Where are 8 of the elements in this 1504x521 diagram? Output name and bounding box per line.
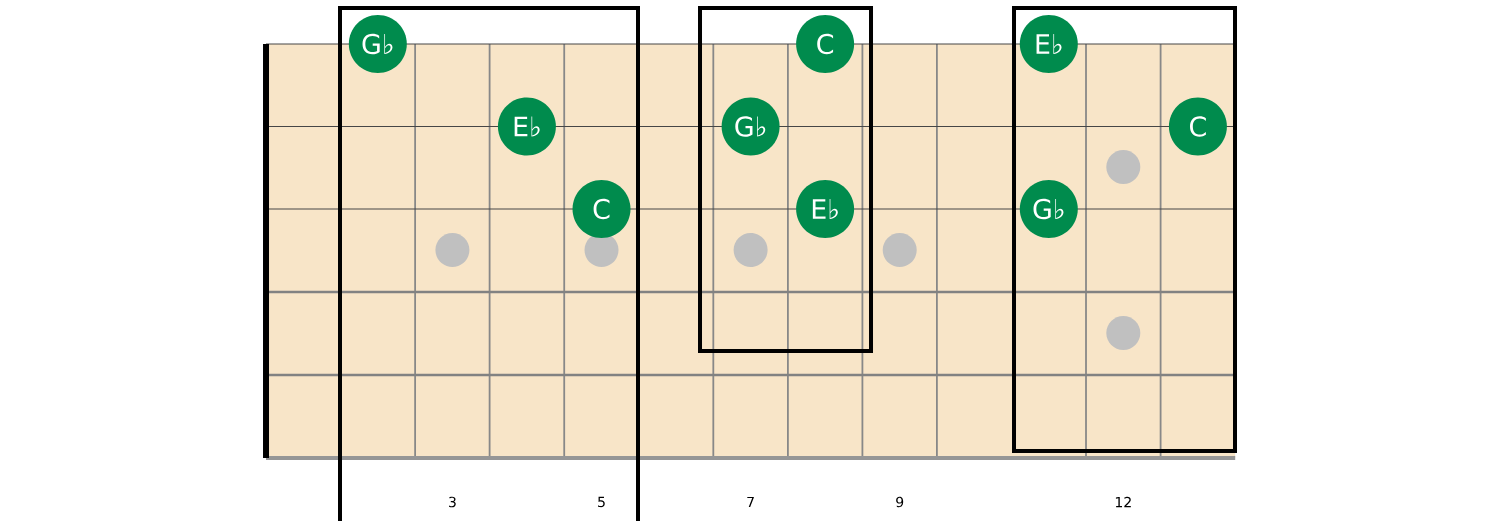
position-box: [1012, 6, 1237, 453]
fret-number: 3: [449, 496, 456, 508]
position-box: [698, 6, 873, 353]
position-box: [338, 6, 640, 521]
fret-number: 5: [598, 496, 605, 508]
fret-number: 9: [896, 496, 904, 508]
fret-number: 12: [1115, 496, 1131, 508]
fret-number: 7: [747, 496, 754, 508]
